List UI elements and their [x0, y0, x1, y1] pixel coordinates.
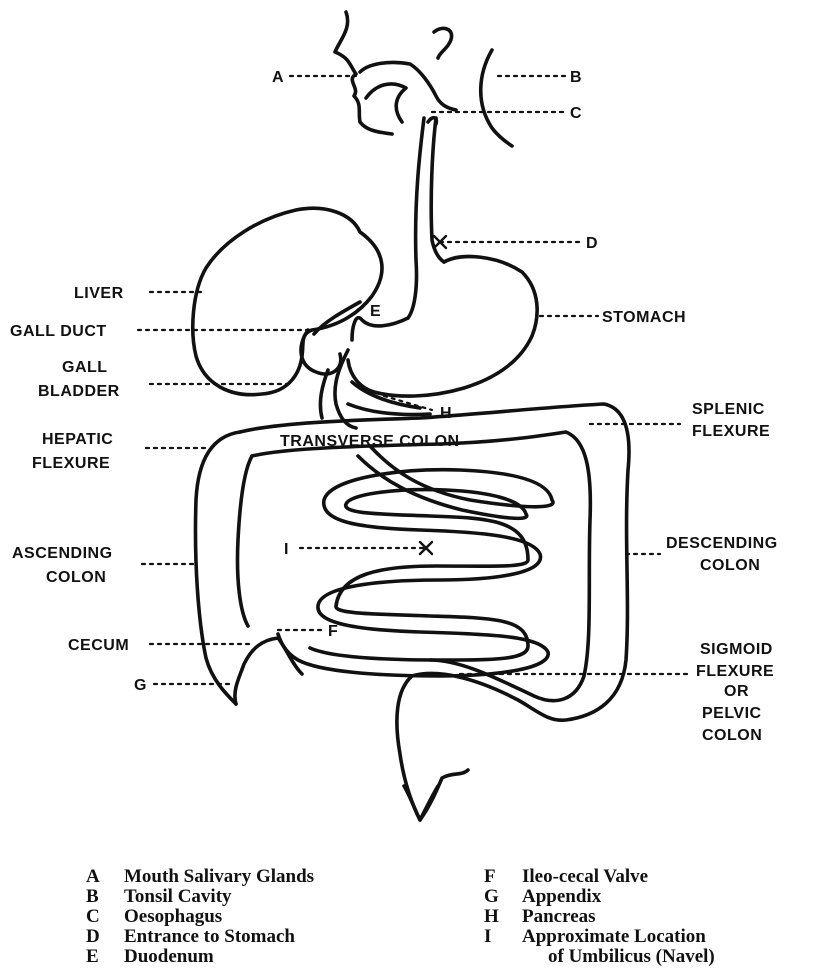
legend-key: A — [86, 866, 100, 887]
pancreas-tube — [348, 382, 430, 415]
duodenum-tube — [320, 350, 356, 428]
label-sigmoid-line2: FLEXURE — [696, 663, 774, 680]
legend-text: Approximate Location — [522, 926, 706, 947]
small-intestine-inner — [310, 456, 528, 660]
legend-text: Ileo-cecal Valve — [522, 866, 648, 887]
label-sigmoid-line3: OR — [724, 683, 749, 700]
label-descending-line1: DESCENDING — [666, 535, 778, 552]
liver-outline — [193, 208, 382, 394]
label-splenic-line2: FLEXURE — [692, 423, 770, 440]
marker-E: E — [370, 303, 381, 320]
label-ascending-line1: ASCENDING — [12, 545, 113, 562]
marker-x-D — [434, 236, 446, 248]
label-gall-duct: GALL DUCT — [10, 323, 107, 340]
legend-text: Entrance to Stomach — [124, 926, 295, 947]
face-profile — [335, 12, 392, 134]
label-hepatic-line1: HEPATIC — [42, 431, 113, 448]
label-gall-bladder-line1: GALL — [62, 359, 108, 376]
legend-key: D — [86, 926, 100, 947]
small-intestine-outer — [278, 446, 553, 676]
ascending-colon-outer — [195, 432, 240, 704]
legend: A Mouth Salivary Glands B Tonsil Cavity … — [86, 866, 715, 967]
marker-A: A — [272, 69, 284, 86]
legend-key: B — [86, 886, 99, 907]
marker-C: C — [570, 105, 582, 122]
label-sigmoid-line5: COLON — [702, 727, 762, 744]
back-of-head — [481, 50, 512, 146]
legend-text: Pancreas — [522, 906, 596, 927]
tongue — [366, 84, 406, 122]
marker-I: I — [284, 541, 289, 558]
label-gall-bladder-line2: BLADDER — [38, 383, 120, 400]
legend-text: Tonsil Cavity — [124, 886, 232, 907]
label-descending-line2: COLON — [700, 557, 760, 574]
legend-text: Appendix — [522, 886, 602, 907]
label-stomach: STOMACH — [602, 309, 686, 326]
marker-B: B — [570, 69, 582, 86]
label-ascending-line2: COLON — [46, 569, 106, 586]
marker-F: F — [328, 623, 338, 640]
oesophagus-left-wall — [408, 118, 424, 318]
label-sigmoid-line1: SIGMOID — [700, 641, 773, 658]
ear-hook — [434, 28, 452, 58]
legend-key: E — [86, 946, 99, 967]
colon-outer — [240, 404, 629, 820]
legend-text: Duodenum — [124, 946, 214, 967]
marker-H: H — [440, 405, 452, 422]
legend-key: I — [484, 926, 491, 947]
cecum-appendix — [235, 638, 302, 704]
legend-key: G — [484, 886, 499, 907]
label-cecum: CECUM — [68, 637, 129, 654]
legend-key: H — [484, 906, 499, 927]
label-sigmoid-line4: PELVIC — [702, 705, 762, 722]
marker-D: D — [586, 235, 598, 252]
marker-G: G — [134, 677, 147, 694]
gall-bladder — [301, 330, 341, 374]
label-splenic-line1: SPLENIC — [692, 401, 765, 418]
label-transverse-colon: TRANSVERSE COLON — [280, 433, 460, 450]
legend-key: C — [86, 906, 100, 927]
oesophagus-lumen — [428, 118, 436, 124]
stomach-inner-curve — [352, 318, 408, 340]
legend-key: F — [484, 866, 496, 887]
ascending-colon-inner — [237, 456, 252, 626]
legend-text: Oesophagus — [124, 906, 222, 927]
label-hepatic-line2: FLEXURE — [32, 455, 110, 472]
legend-text: of Umbilicus (Navel) — [548, 946, 715, 967]
label-liver: LIVER — [74, 285, 124, 302]
legend-text: Mouth Salivary Glands — [124, 866, 314, 887]
mouth-cavity — [360, 62, 456, 110]
